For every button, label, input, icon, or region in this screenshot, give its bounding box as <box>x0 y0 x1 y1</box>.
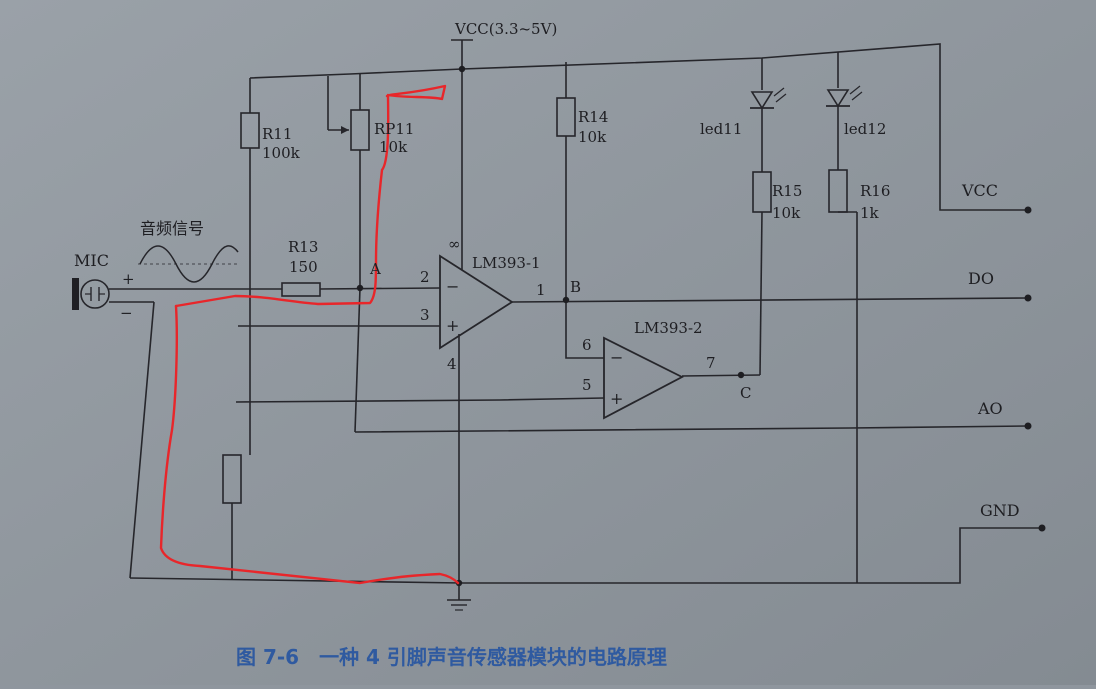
r13-name: R13 <box>288 238 318 256</box>
op1-plus: + <box>446 316 459 335</box>
r13-resistor <box>281 282 321 297</box>
audio-signal-wave-icon <box>139 245 239 283</box>
pin4-label: 4 <box>447 355 457 373</box>
do-output-label: DO <box>968 269 994 288</box>
r15-value: 10k <box>772 204 801 222</box>
op2-label: LM393-2 <box>634 319 703 337</box>
r15-name: R15 <box>772 182 802 200</box>
vcc-output-label: VCC <box>961 181 998 200</box>
pin8-label: ∞ <box>448 235 461 253</box>
node-a-label: A <box>369 260 381 278</box>
junction-c <box>737 371 745 379</box>
figure-caption: 图 7-6 一种 4 引脚声音传感器模块的电路原理 <box>236 645 667 669</box>
op1-label: LM393-1 <box>472 254 541 272</box>
r13-to-pin2-wire <box>319 287 441 290</box>
gnd-output-label: GND <box>980 501 1020 520</box>
led12-icon <box>826 89 850 108</box>
r14-value: 10k <box>578 128 607 146</box>
r11-name: R11 <box>262 125 292 143</box>
junction-b <box>562 296 570 304</box>
audio-signal-label: 音频信号 <box>140 219 204 238</box>
rp11-value: 10k <box>379 138 408 156</box>
mic-label: MIC <box>74 251 109 270</box>
node-b-to-pin6-wire <box>565 300 604 359</box>
ao-terminal <box>1024 422 1032 430</box>
led12-label: led12 <box>844 120 886 138</box>
vcc-terminal <box>1024 206 1032 214</box>
ao-output-label: AO <box>977 399 1003 418</box>
r14-name: R14 <box>578 108 608 126</box>
r11-value: 100k <box>262 144 301 162</box>
pin5-wire <box>235 397 605 403</box>
red-annotation-upper <box>174 84 447 308</box>
red-annotation-lower <box>159 304 460 585</box>
op2-minus: − <box>610 348 623 367</box>
gnd-terminal <box>1038 524 1046 532</box>
lm393-1-comparator <box>439 254 514 350</box>
pin5-label: 5 <box>582 376 592 394</box>
mic-ground-wire <box>129 301 155 579</box>
do-terminal <box>1024 294 1032 302</box>
do-wire <box>511 297 1029 303</box>
rp11-wiper-arrow <box>341 126 349 134</box>
r16-value: 1k <box>860 204 880 222</box>
pin2-label: 2 <box>420 268 430 286</box>
led11-label: led11 <box>700 120 742 138</box>
node-c-label: C <box>740 384 751 402</box>
node-b-label: B <box>570 278 581 296</box>
mic-icon <box>80 279 110 309</box>
led11-icon <box>750 91 774 110</box>
pin6-label: 6 <box>582 336 592 354</box>
r13-value: 150 <box>289 258 318 276</box>
junction-vcc <box>458 65 466 73</box>
supply-label: VCC(3.3~5V) <box>454 20 557 38</box>
r15-node-c-wire <box>759 211 763 376</box>
rp11-name: RP11 <box>374 120 414 138</box>
pin1-label: 1 <box>536 281 546 299</box>
ao-wire <box>354 425 1029 433</box>
mic-plus-label: + <box>122 270 135 288</box>
mic-minus-label: − <box>120 304 133 322</box>
op2-output-wire <box>681 374 761 377</box>
lm393-2-comparator <box>603 336 684 420</box>
pin7-label: 7 <box>706 354 716 372</box>
mic-housing <box>72 278 79 310</box>
node-a-to-ao-wire <box>354 287 361 433</box>
pin3-label: 3 <box>420 306 430 324</box>
op2-plus: + <box>610 389 623 408</box>
junction-a <box>356 284 364 292</box>
r16-name: R16 <box>860 182 890 200</box>
ground-icon <box>447 599 471 611</box>
op1-minus: − <box>446 277 459 296</box>
